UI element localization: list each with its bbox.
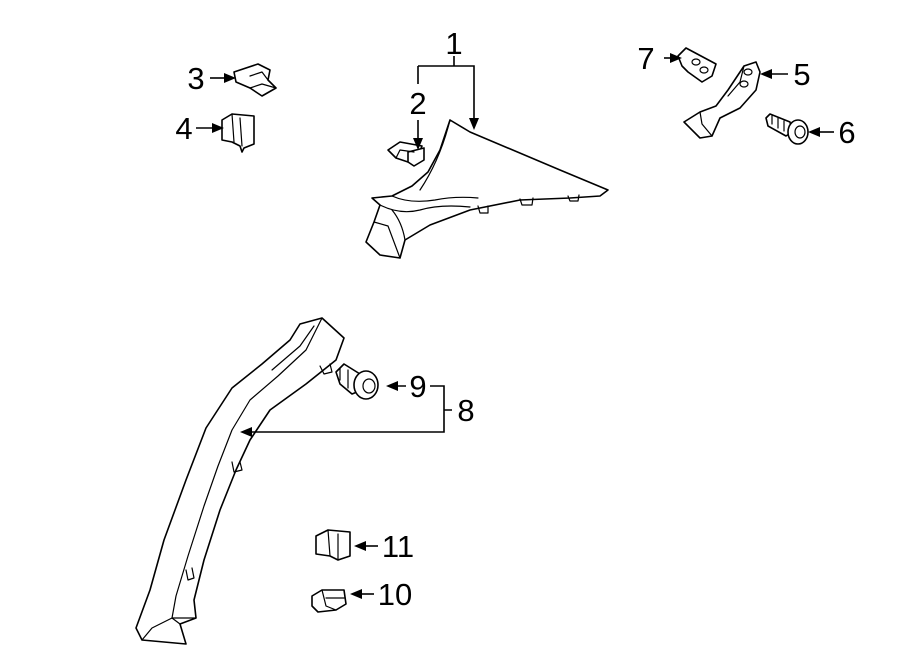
part-1-quarter-trim-panel [365,119,609,259]
callout-6: 6 [838,115,855,150]
callout-5: 5 [793,57,810,92]
part-9-push-clip [335,363,379,400]
callout-8: 8 [457,393,474,428]
part-10-clip [311,589,347,613]
part-8-pillar-trim [135,317,345,645]
callout-7: 7 [637,41,654,76]
part-4-clip [221,113,255,153]
part-11-clip [315,529,351,561]
callout-3: 3 [187,61,204,96]
callout-1: 1 [445,26,462,61]
leader-lines [196,53,834,599]
part-5-bracket [683,61,761,139]
callout-9: 9 [409,369,426,404]
callout-4: 4 [175,111,192,146]
callout-labels: 1 2 3 4 5 6 7 8 9 10 11 [175,26,855,612]
part-2-clip [387,141,425,167]
callout-2: 2 [409,86,426,121]
callout-10: 10 [378,577,412,612]
part-6-screw [765,113,809,145]
part-3-clip [233,63,277,97]
callout-11: 11 [382,529,414,564]
part-7-bracket-plate [677,47,717,83]
